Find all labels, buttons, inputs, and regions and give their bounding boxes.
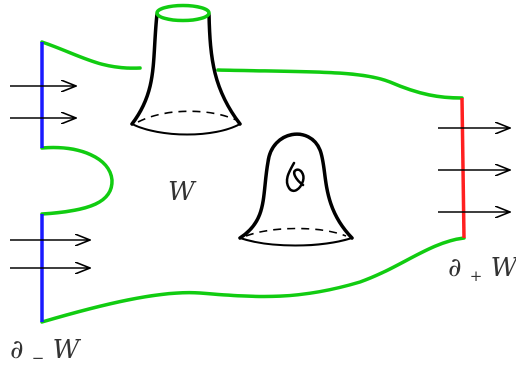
top-tube-outline [130,12,242,126]
incoming-boundary-label: ∂ − W [10,335,82,367]
side-boundary-top-left [40,40,142,70]
top-tube-base-front [131,123,241,136]
incoming-boundary-suffix: W [53,335,82,365]
top-tube-rim [155,3,211,23]
top-tube-base-back [137,110,237,123]
side-boundary-bottom [40,236,466,324]
side-boundary-top-right [216,68,464,100]
top-tube-handle [130,3,242,136]
interior-label: W [168,177,197,207]
bell-outline [238,132,354,240]
bell-base-back [245,227,347,237]
incoming-boundary-base: ∂ [10,335,23,365]
outgoing-boundary-suffix: W [491,253,516,283]
outgoing-boundary-label: ∂ + W [448,253,516,288]
incoming-boundary-subscript: − [32,349,45,367]
bell-base-front [239,237,353,247]
outgoing-boundary [460,97,466,239]
outgoing-boundary-base: ∂ [448,253,461,283]
outgoing-boundary-subscript: + [470,267,483,285]
knot-crossing-icon [285,161,305,193]
bell-handle [238,132,354,247]
side-boundary-left-cap [40,145,114,216]
